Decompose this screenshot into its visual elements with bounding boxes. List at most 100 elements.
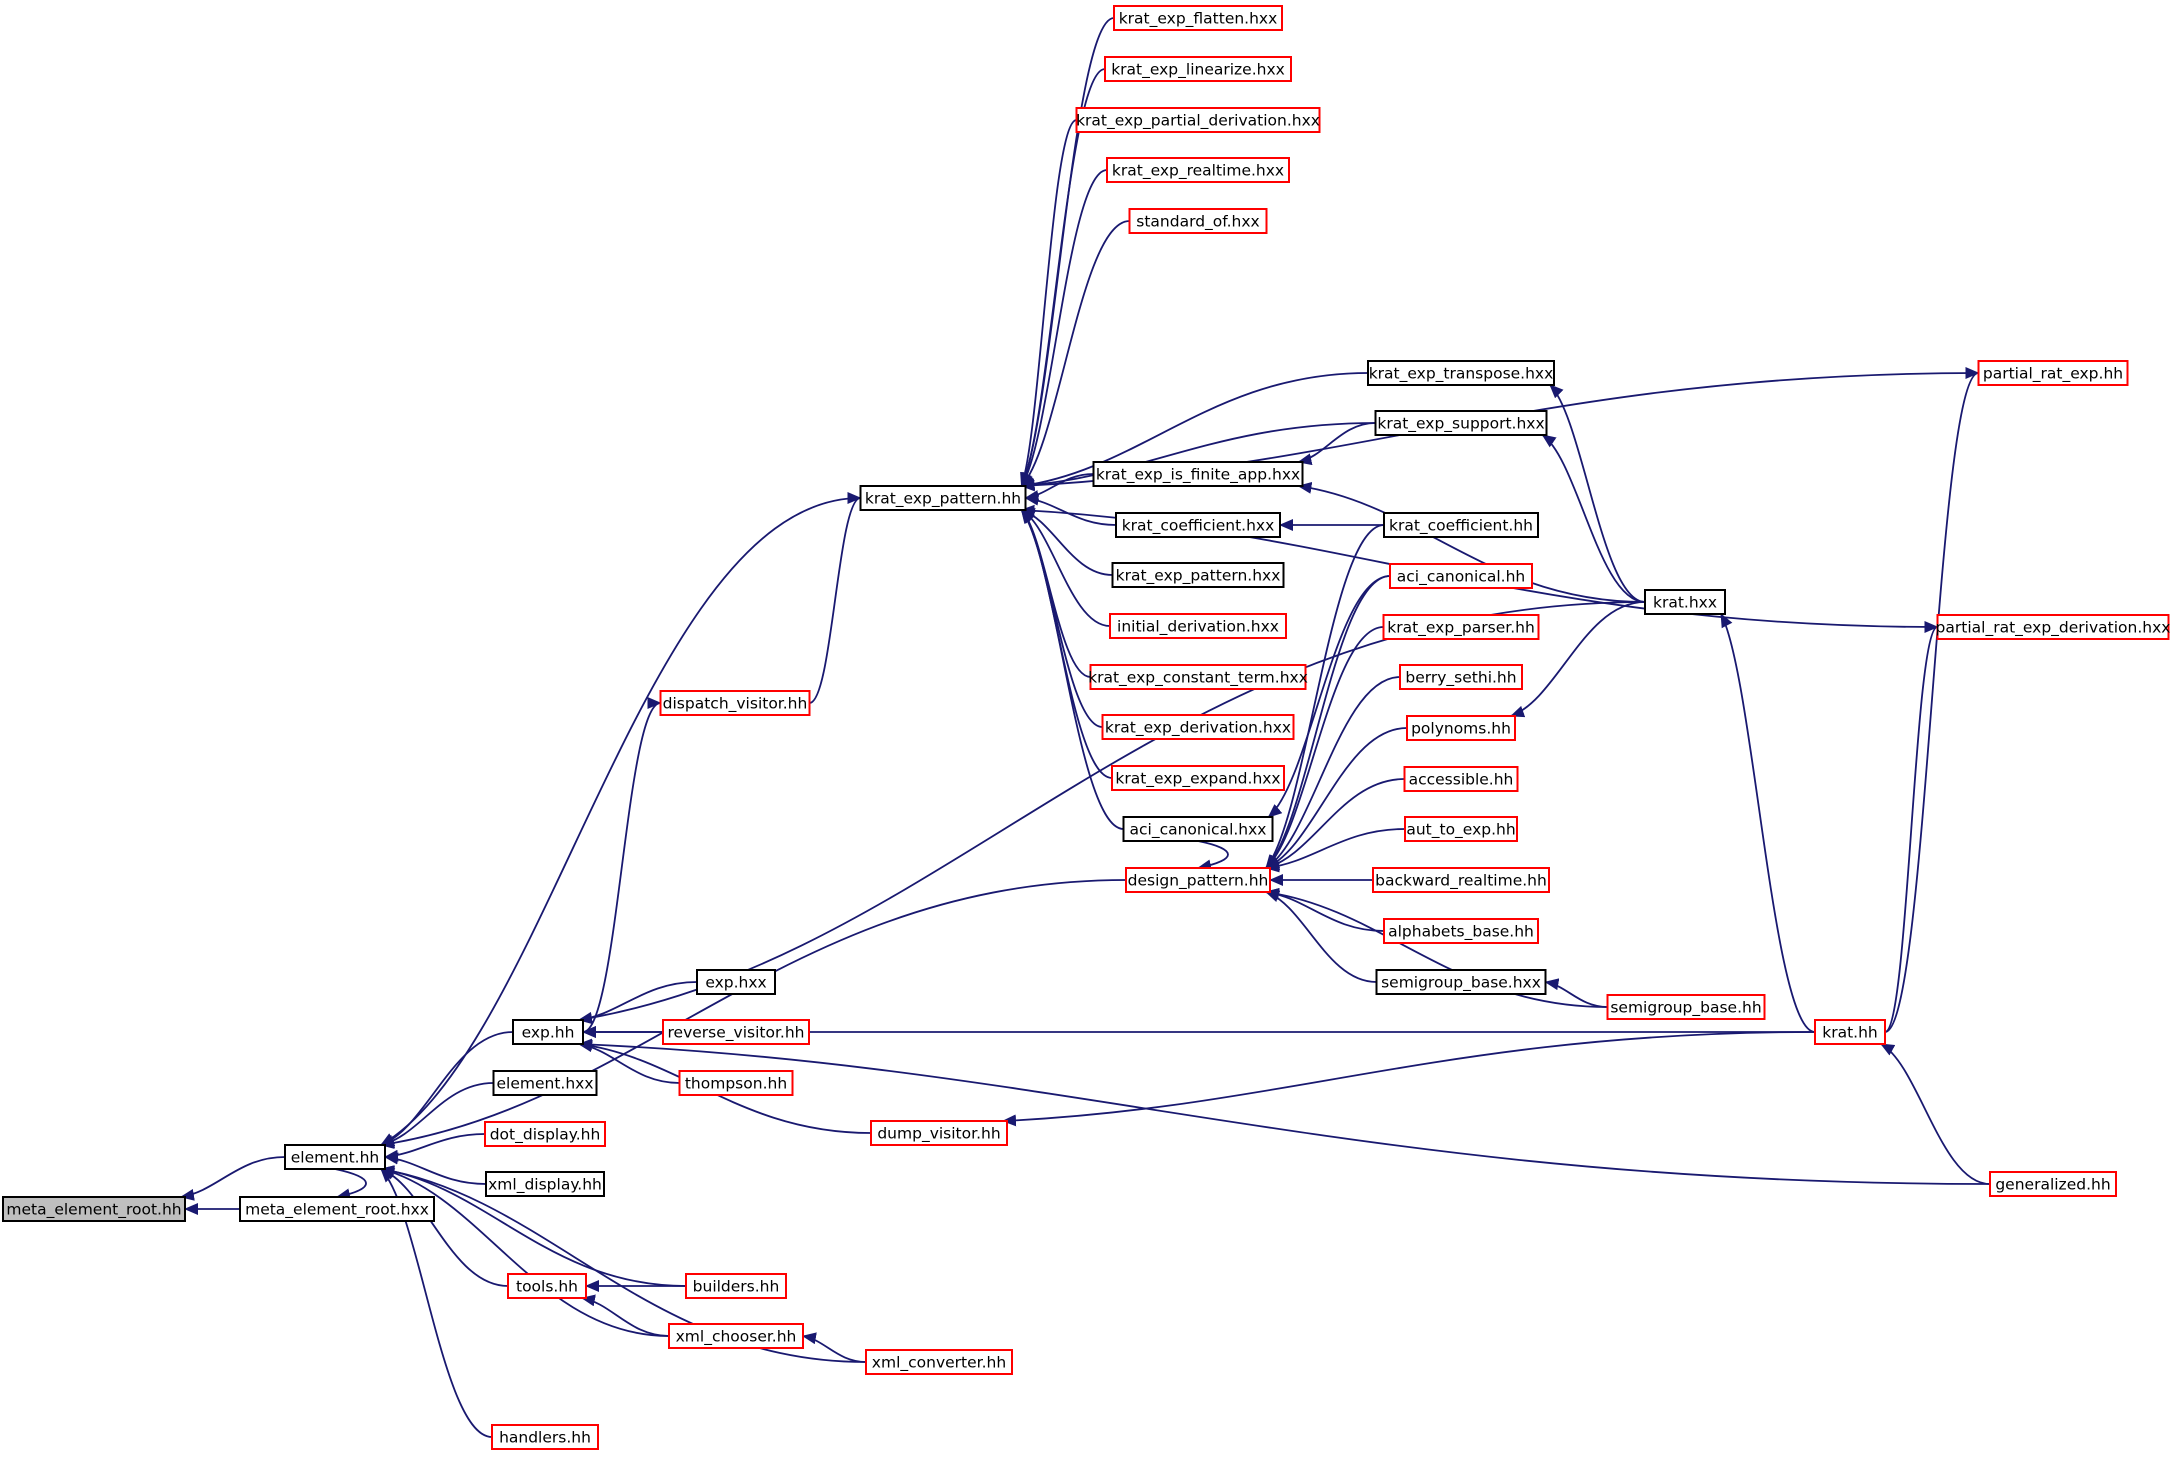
node-krat_exp_support_hxx[interactable]: krat_exp_support.hxx: [1374, 410, 1548, 436]
edge-generalized_hh-to-krat_hh: [1880, 1043, 1991, 1185]
edge-aut_to_exp_hh-to-design_pattern_hh: [1265, 828, 1406, 873]
node-standard_of_hxx[interactable]: standard_of.hxx: [1128, 208, 1268, 234]
node-box: [1125, 867, 1271, 893]
node-box: [1367, 360, 1555, 386]
edge-krat_hxx-to-krat_exp_transpose_hxx: [1549, 384, 1646, 603]
edge-krat_exp_linearize_hxx-to-krat_exp_pattern_hh: [1020, 68, 1106, 487]
node-krat_exp_flatten_hxx[interactable]: krat_exp_flatten.hxx: [1113, 5, 1283, 31]
node-box: [2, 1196, 186, 1222]
edge-generalized_hh-to-exp_hh: [578, 1038, 1991, 1185]
node-semigroup_base_hxx[interactable]: semigroup_base.hxx: [1375, 969, 1547, 995]
node-krat_exp_partial_derivation_hxx[interactable]: krat_exp_partial_derivation.hxx: [1075, 107, 1321, 133]
edge-xml_chooser_hh-to-tools_hh: [581, 1294, 670, 1337]
node-krat_coefficient_hh[interactable]: krat_coefficient.hh: [1383, 512, 1539, 538]
node-meta_element_root_hxx[interactable]: meta_element_root.hxx: [239, 1196, 435, 1222]
node-label: dump_visitor.hh: [877, 1125, 1000, 1144]
node-partial_rat_exp_hh[interactable]: partial_rat_exp.hh: [1977, 360, 2129, 386]
node-label: semigroup_base.hxx: [1381, 974, 1541, 993]
node-generalized_hh[interactable]: generalized.hh: [1989, 1171, 2117, 1197]
edge-krat_exp_constant_term_hxx-to-krat_exp_pattern_hh: [1020, 509, 1091, 678]
node-box: [507, 1273, 587, 1299]
node-box: [1122, 816, 1274, 842]
node-label: krat.hxx: [1653, 594, 1717, 612]
node-aut_to_exp_hh[interactable]: aut_to_exp.hh: [1404, 816, 1518, 842]
node-dot_display_hh[interactable]: dot_display.hh: [484, 1121, 606, 1147]
node-krat_exp_linearize_hxx[interactable]: krat_exp_linearize.hxx: [1104, 56, 1292, 82]
node-reverse_visitor_hh[interactable]: reverse_visitor.hh: [662, 1019, 810, 1045]
node-krat_exp_pattern_hh[interactable]: krat_exp_pattern.hh: [859, 485, 1027, 511]
node-dump_visitor_hh[interactable]: dump_visitor.hh: [870, 1120, 1008, 1146]
node-box: [492, 1070, 598, 1096]
node-element_hxx[interactable]: element.hxx: [492, 1070, 598, 1096]
node-krat_exp_transpose_hxx[interactable]: krat_exp_transpose.hxx: [1367, 360, 1555, 386]
node-box: [1374, 410, 1548, 436]
node-exp_hxx[interactable]: exp.hxx: [696, 969, 776, 995]
node-box: [865, 1349, 1013, 1375]
edge-krat_exp_support_hxx-to-krat_exp_pattern_hh: [1020, 422, 1376, 491]
node-krat_exp_realtime_hxx[interactable]: krat_exp_realtime.hxx: [1106, 157, 1290, 183]
node-thompson_hh[interactable]: thompson.hh: [678, 1070, 794, 1096]
node-backward_realtime_hh[interactable]: backward_realtime.hh: [1372, 867, 1550, 893]
node-handlers_hh[interactable]: handlers.hh: [491, 1424, 599, 1450]
edge-standard_of_hxx-to-krat_exp_pattern_hh: [1020, 220, 1130, 487]
node-label: element.hh: [291, 1149, 380, 1167]
node-krat_coefficient_hxx[interactable]: krat_coefficient.hxx: [1115, 512, 1281, 538]
node-label: alphabets_base.hh: [1388, 923, 1534, 942]
node-aci_canonical_hxx[interactable]: aci_canonical.hxx: [1122, 816, 1274, 842]
edge-krat_coefficient_hxx-to-krat_exp_pattern_hh: [1024, 493, 1117, 526]
edge-accessible_hh-to-design_pattern_hh: [1265, 778, 1405, 871]
edge-aci_canonical_hxx-to-krat_exp_pattern_hh: [1020, 509, 1124, 830]
node-aci_canonical_hh[interactable]: aci_canonical.hh: [1389, 563, 1533, 589]
node-krat_exp_is_finite_app_hxx[interactable]: krat_exp_is_finite_app.hxx: [1092, 461, 1304, 487]
node-berry_sethi_hh[interactable]: berry_sethi.hh: [1399, 664, 1523, 690]
node-xml_converter_hh[interactable]: xml_converter.hh: [865, 1349, 1013, 1375]
node-dispatch_visitor_hh[interactable]: dispatch_visitor.hh: [659, 690, 811, 716]
edge-xml_chooser_hh-to-element_hh: [380, 1166, 670, 1337]
node-design_pattern_hh[interactable]: design_pattern.hh: [1125, 867, 1271, 893]
node-meta_element_root_hh: meta_element_root.hh: [2, 1196, 186, 1222]
edge-krat_hxx-to-krat_exp_is_finite_app_hxx: [1297, 481, 1646, 603]
node-label: element.hxx: [496, 1075, 593, 1093]
node-box: [1814, 1019, 1886, 1045]
node-krat_exp_expand_hxx[interactable]: krat_exp_expand.hxx: [1111, 765, 1285, 791]
node-krat_exp_derivation_hxx[interactable]: krat_exp_derivation.hxx: [1101, 714, 1295, 740]
node-box: [485, 1171, 605, 1197]
node-box: [1375, 969, 1547, 995]
node-box: [696, 969, 776, 995]
node-builders_hh[interactable]: builders.hh: [685, 1273, 787, 1299]
node-label: exp.hh: [522, 1024, 575, 1042]
node-tools_hh[interactable]: tools.hh: [507, 1273, 587, 1299]
node-krat_exp_parser_hh[interactable]: krat_exp_parser.hh: [1382, 614, 1540, 640]
node-accessible_hh[interactable]: accessible.hh: [1403, 766, 1519, 792]
edge-krat_hh-to-dump_visitor_hh: [1002, 1031, 1816, 1127]
node-xml_chooser_hh[interactable]: xml_chooser.hh: [668, 1323, 804, 1349]
node-krat_exp_pattern_hxx[interactable]: krat_exp_pattern.hxx: [1111, 562, 1285, 588]
node-label: tools.hh: [516, 1278, 578, 1296]
node-box: [1101, 714, 1295, 740]
node-label: partial_rat_exp.hh: [1983, 365, 2123, 384]
edge-krat_exp_realtime_hxx-to-krat_exp_pattern_hh: [1020, 169, 1108, 487]
node-partial_rat_exp_derivation_hxx[interactable]: partial_rat_exp_derivation.hxx: [1936, 614, 2171, 640]
edge-krat_exp_pattern_hh-to-element_hh: [380, 497, 861, 1146]
node-alphabets_base_hh[interactable]: alphabets_base.hh: [1383, 918, 1539, 944]
node-krat_hh[interactable]: krat.hh: [1814, 1019, 1886, 1045]
node-element_hh[interactable]: element.hh: [284, 1144, 386, 1170]
node-label: builders.hh: [693, 1278, 780, 1296]
node-box: [1383, 512, 1539, 538]
edge-exp_hh-to-dispatch_visitor_hh: [582, 697, 662, 1033]
node-polynoms_hh[interactable]: polynoms.hh: [1406, 715, 1516, 741]
node-label: polynoms.hh: [1411, 720, 1511, 738]
edge-krat_hxx-to-polynoms_hh: [1510, 601, 1646, 718]
node-xml_display_hh[interactable]: xml_display.hh: [485, 1171, 605, 1197]
node-semigroup_base_hh[interactable]: semigroup_base.hh: [1606, 994, 1766, 1020]
edge-aci_canonical_hh-to-aci_canonical_hxx: [1267, 575, 1391, 818]
node-krat_hxx[interactable]: krat.hxx: [1644, 589, 1726, 615]
node-initial_derivation_hxx[interactable]: initial_derivation.hxx: [1109, 613, 1287, 639]
edge-polynoms_hh-to-design_pattern_hh: [1265, 727, 1408, 869]
node-exp_hh[interactable]: exp.hh: [512, 1019, 584, 1045]
node-label: krat_exp_linearize.hxx: [1111, 61, 1285, 80]
node-label: dot_display.hh: [490, 1126, 601, 1145]
edge-tools_hh-to-element_hh: [380, 1168, 509, 1287]
node-krat_exp_constant_term_hxx[interactable]: krat_exp_constant_term.hxx: [1088, 664, 1308, 690]
